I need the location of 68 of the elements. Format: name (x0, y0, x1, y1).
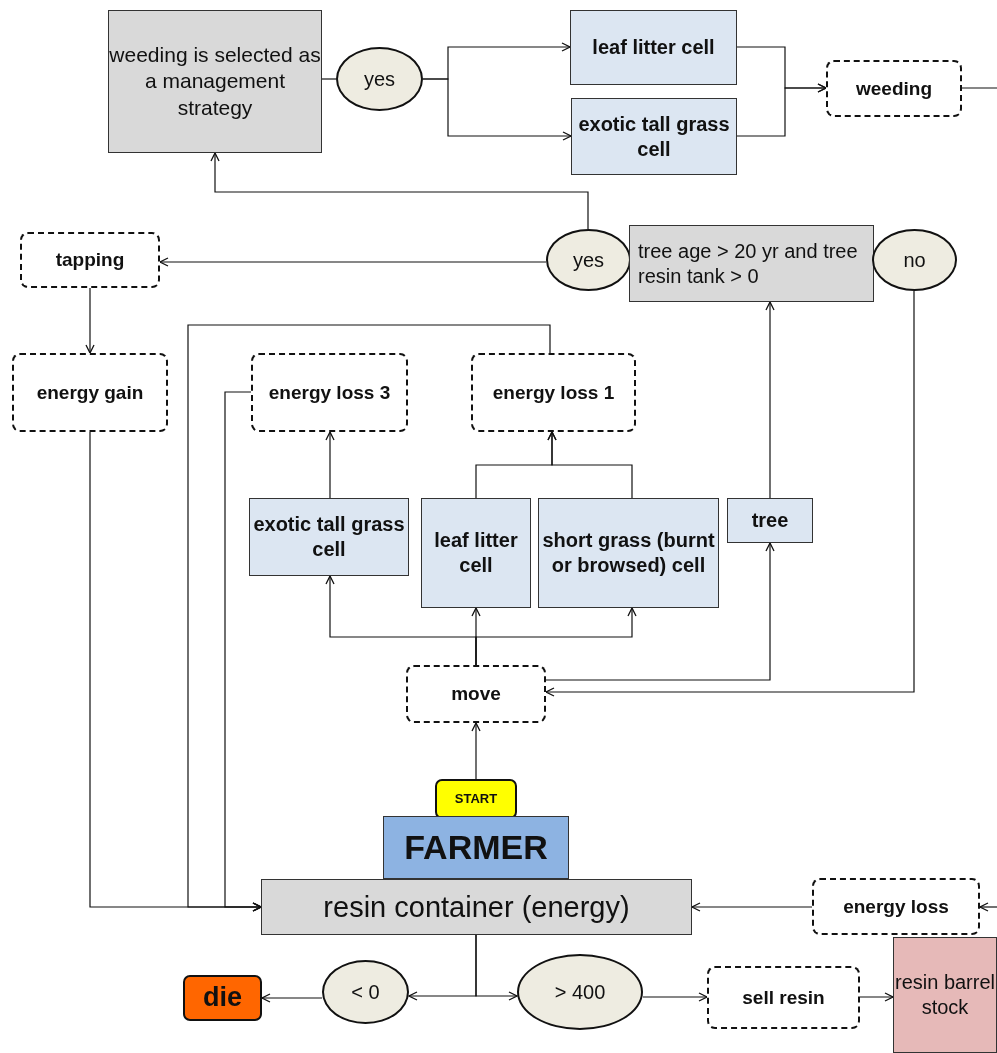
node-label: START (454, 790, 498, 808)
connector-line (321, 78, 337, 80)
arrow (85, 287, 95, 354)
arrow (475, 607, 637, 666)
node-label: exotic tall grass cell (577, 111, 731, 162)
node-label: energy loss (843, 894, 949, 919)
arrow (642, 992, 708, 1002)
node-label: leaf litter cell (433, 528, 519, 578)
node-label: energy gain (36, 380, 144, 405)
node-label: energy loss 3 (268, 380, 391, 405)
node-label: energy loss 1 (492, 380, 615, 405)
arrow (475, 934, 518, 1001)
connector-line (961, 87, 997, 89)
arrow (859, 992, 894, 1002)
node-label: yes (572, 247, 605, 273)
process-box (108, 10, 322, 153)
node-label: no (903, 247, 926, 273)
condition-box (629, 225, 874, 302)
node-label: resin barrel stock (894, 970, 996, 1020)
arrow (210, 152, 589, 230)
arrow (691, 902, 813, 912)
arrow (325, 431, 335, 499)
action-box (471, 353, 636, 432)
arrow (159, 257, 547, 267)
node-label: weeding (856, 76, 932, 101)
arrow (736, 83, 827, 137)
action-box (20, 232, 160, 288)
container-box (261, 879, 692, 935)
arrow (471, 722, 481, 780)
start-badge (435, 779, 517, 819)
node-label: short grass (burnt or browsed) cell (541, 528, 716, 578)
cell-box (570, 10, 737, 85)
cell-box (421, 498, 531, 608)
node-label: resin container (energy) (323, 889, 630, 925)
arrow (545, 290, 915, 697)
arrow (979, 902, 997, 912)
stock-box (893, 937, 997, 1053)
node-label: FARMER (404, 827, 548, 869)
arrow (261, 993, 323, 1003)
node-label: sell resin (742, 985, 825, 1010)
node-label: < 0 (351, 979, 380, 1005)
arrow (545, 542, 775, 681)
arrow (547, 431, 633, 499)
agent-box (383, 816, 569, 879)
action-box (251, 353, 408, 432)
node-label: leaf litter cell (592, 35, 715, 60)
action-box (406, 665, 546, 723)
node-label: > 400 (554, 979, 606, 1005)
node-label: tapping (55, 248, 125, 272)
node-label: weeding is selected as a management strategy (109, 42, 321, 121)
cell-box (727, 498, 813, 543)
action-box (707, 966, 860, 1029)
arrow (765, 301, 775, 499)
arrow (224, 391, 262, 912)
node-label: move (451, 682, 501, 706)
node-label: tree (751, 508, 789, 533)
cell-box (538, 498, 719, 608)
action-box (812, 878, 980, 935)
action-box (12, 353, 168, 432)
node-label: die (203, 981, 242, 1015)
node-label: tree age > 20 yr and tree resin tank > 0 (638, 238, 859, 289)
cell-box (249, 498, 409, 576)
node-label: exotic tall grass cell (252, 512, 406, 562)
end-box (183, 975, 262, 1021)
cell-box (571, 98, 737, 175)
arrow (422, 78, 572, 141)
action-box (826, 60, 962, 117)
node-label: yes (363, 66, 396, 92)
